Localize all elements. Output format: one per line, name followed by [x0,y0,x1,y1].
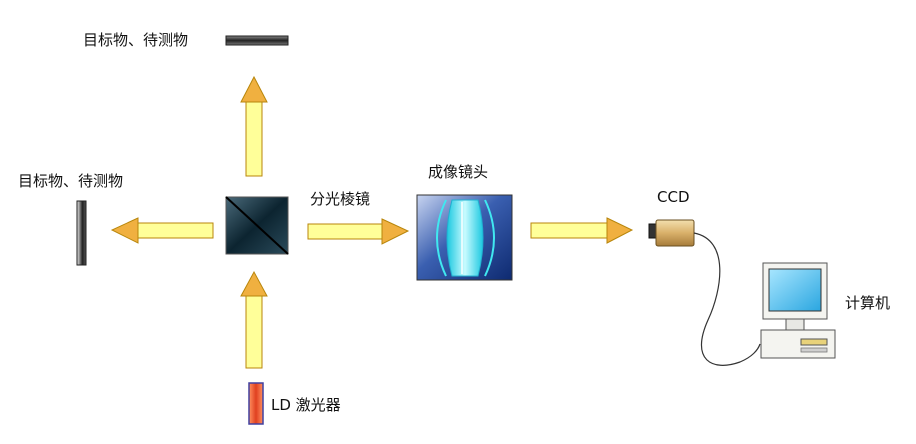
beam-splitter-prism [225,196,289,255]
imaging-lens [416,194,513,281]
arrow-right-prism-to-lens [307,218,410,245]
ccd-camera [648,219,695,247]
label-prism: 分光棱镜 [310,190,371,208]
arrow-up-top [240,75,268,177]
label-target-top: 目标物、待测物 [83,31,189,49]
monitor-screen [768,268,822,312]
ccd-cable [693,232,761,366]
disk-drive [800,338,828,346]
computer [760,262,836,359]
arrow-left [110,217,214,244]
label-lens: 成像镜头 [428,163,489,181]
label-laser: LD 激光器 [271,396,341,414]
label-ccd: CCD [657,188,690,206]
arrow-up-laser-to-prism [240,270,268,369]
arrow-right-lens-to-ccd [530,217,634,244]
label-target-left: 目标物、待测物 [18,172,124,190]
label-computer: 计算机 [845,294,891,312]
target-top-bar [225,35,289,46]
laser-diode [248,382,264,425]
target-left-bar [76,200,87,266]
